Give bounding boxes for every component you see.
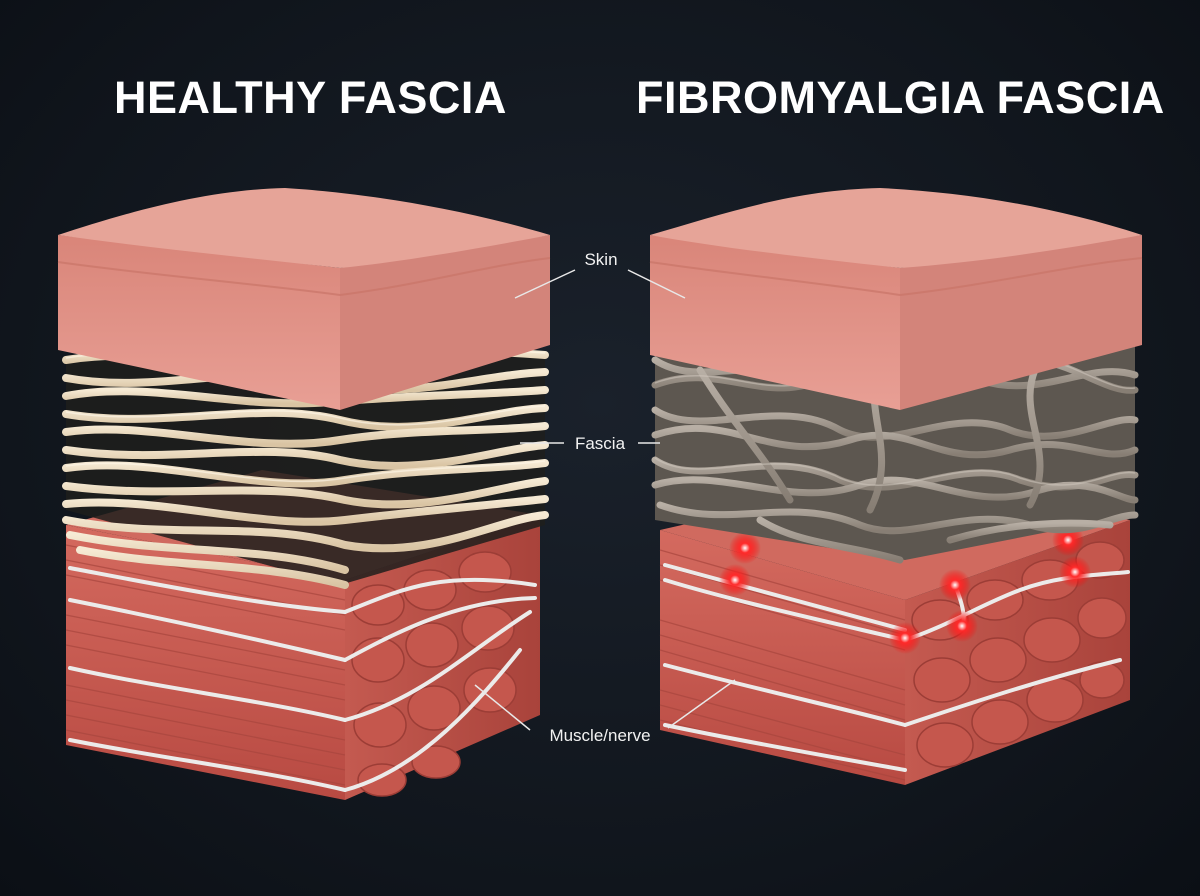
fascia-label: Fascia <box>575 434 626 453</box>
healthy-tissue-block <box>57 188 551 800</box>
pain-point-icon <box>939 569 971 601</box>
skin-callout: Skin <box>514 250 686 299</box>
fascia-callout: Fascia <box>520 434 660 453</box>
pain-point-icon <box>719 564 751 596</box>
fibromyalgia-skin-layer <box>649 188 1143 410</box>
pain-point-icon <box>889 622 921 654</box>
pain-point-icon <box>729 532 761 564</box>
muscle-nerve-callout: Muscle/nerve <box>474 679 736 745</box>
skin-label: Skin <box>584 250 617 269</box>
fibromyalgia-nerves <box>663 563 1130 772</box>
fibromyalgia-fascia-title: FIBROMYALGIA FASCIA <box>636 72 1165 123</box>
healthy-nerves <box>68 566 537 792</box>
healthy-skin-layer <box>57 188 551 410</box>
pain-point-icon <box>1059 556 1091 588</box>
healthy-fascia-title: HEALTHY FASCIA <box>114 72 507 123</box>
muscle-nerve-label: Muscle/nerve <box>549 726 650 745</box>
pain-point-icon <box>946 610 978 642</box>
pain-points <box>719 524 1091 654</box>
fibromyalgia-tissue-block <box>649 188 1143 785</box>
